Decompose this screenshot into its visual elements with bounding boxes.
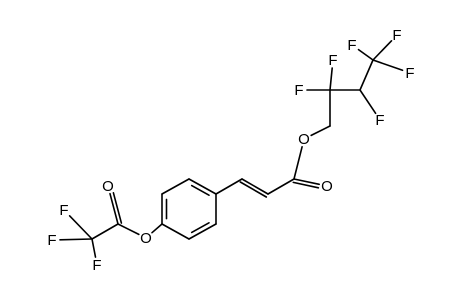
bond-C9-O1-second [292,181,320,189]
bond-C9-O1 [293,178,321,186]
bond-layer [59,39,404,258]
bond-C7-C8 [241,178,269,195]
atom-label-o2: O [298,131,310,148]
atom-label-f5: F [392,27,401,44]
bond-C14-O4 [109,192,119,225]
bond-C11-F2 [329,67,334,91]
bond-C4-C5 [161,223,190,240]
bond-C9-O2 [293,146,303,180]
atom-label-f1: F [294,82,303,99]
bond-C2-C3 [161,178,190,195]
bond-C14-C15 [91,223,119,240]
bond-C15-F9 [91,238,97,258]
atom-label-f9: F [92,257,101,274]
atom-label-o3: O [140,230,152,247]
bond-C4-O3 [151,223,163,234]
atom-label-f3: F [375,112,384,129]
atom-label-o4: O [102,178,114,195]
atom-label-f2: F [328,52,337,69]
atom-label-f4: F [347,37,356,54]
bond-C12-C13 [359,59,374,91]
atom-label-f6: F [405,65,414,82]
atom-label-o1: O [321,178,333,195]
bond-C8-C9 [267,178,295,195]
bond-C14-O4-second [112,192,123,224]
bond-C1-C2-inner [190,184,210,196]
bond-C7-C8-second [239,181,268,198]
atom-label-f7: F [59,202,68,219]
bond-C1-C7 [215,178,243,195]
bond-C1-C2 [188,178,217,195]
bond-C15-F8 [59,238,93,241]
bond-C13-F5 [372,39,393,61]
bond-C15-F7 [68,215,93,240]
bond-O3-C14 [117,223,140,236]
bond-C5-C6 [188,223,217,240]
atom-label-f8: F [47,232,56,249]
bond-C5-C6-inner [190,222,210,234]
bond-O2-C10 [310,125,331,137]
bond-C13-F4 [357,48,374,61]
bond-C12-F3 [359,89,377,115]
bond-C13-F6 [372,59,404,72]
